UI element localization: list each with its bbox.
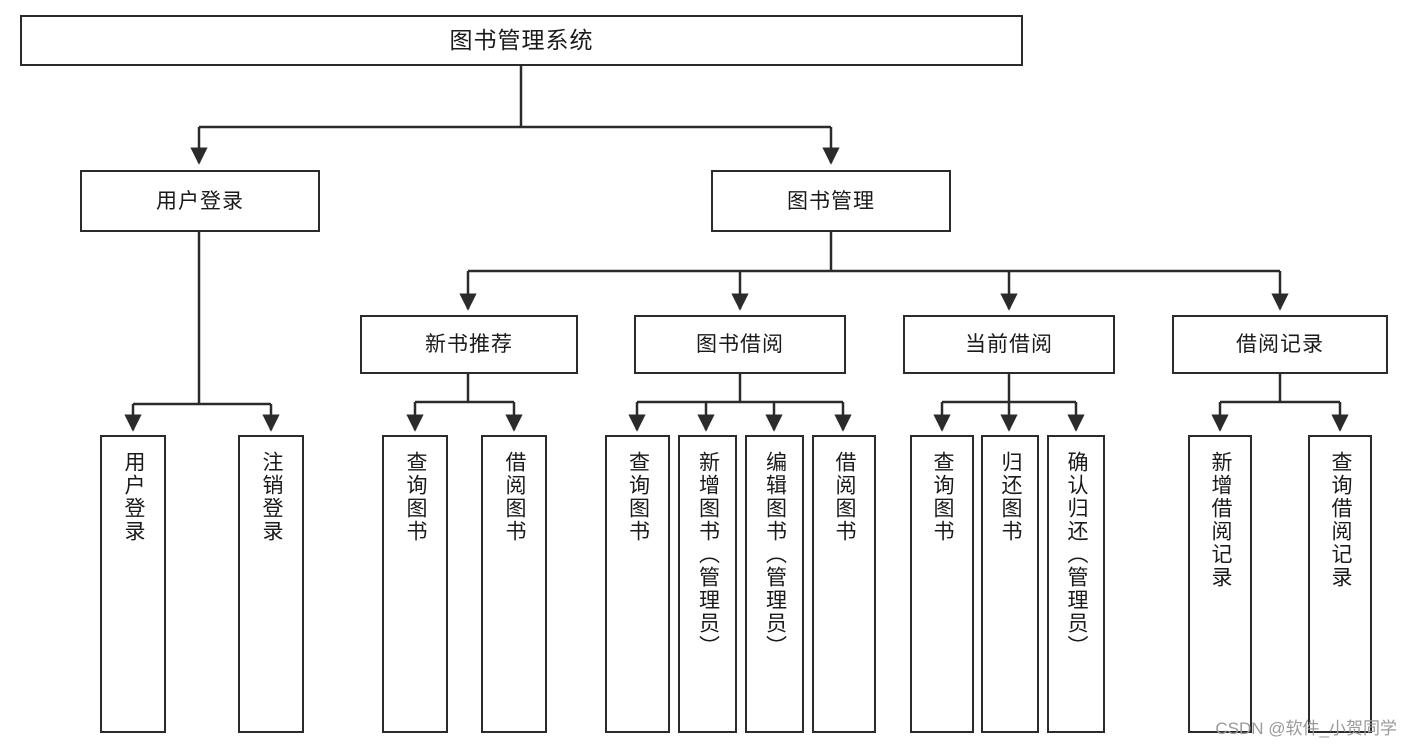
leaf-label: 借阅图书 [833, 451, 857, 543]
leaf-label: 用户登录 [122, 451, 146, 543]
node-current-borrow[interactable]: 当前借阅 [903, 315, 1115, 374]
node-borrow-record[interactable]: 借阅记录 [1172, 315, 1388, 374]
leaf-book-borrow-query[interactable]: 查询图书 [605, 435, 670, 733]
leaf-label: 查询借阅记录 [1329, 451, 1353, 589]
leaf-label: 编辑图书（管理员） [763, 451, 787, 658]
leaf-user-login-signin[interactable]: 用户登录 [100, 435, 166, 733]
node-new-book-recommend[interactable]: 新书推荐 [360, 315, 578, 374]
leaf-borrow-record-add[interactable]: 新增借阅记录 [1188, 435, 1252, 733]
leaf-current-borrow-query[interactable]: 查询图书 [910, 435, 974, 733]
leaf-label: 查询图书 [931, 451, 955, 543]
leaf-label: 借阅图书 [503, 451, 527, 543]
leaf-book-borrow-borrow[interactable]: 借阅图书 [812, 435, 876, 733]
watermark: CSDN @软件_小贺同学 [1215, 719, 1397, 738]
node-book-management-label: 图书管理 [787, 189, 875, 213]
node-user-login-label: 用户登录 [156, 189, 244, 213]
leaf-label: 确认归还（管理员） [1065, 451, 1089, 658]
leaf-book-borrow-edit[interactable]: 编辑图书（管理员） [745, 435, 804, 733]
leaf-current-borrow-return[interactable]: 归还图书 [981, 435, 1039, 733]
leaf-user-login-signout[interactable]: 注销登录 [238, 435, 304, 733]
node-current-borrow-label: 当前借阅 [965, 333, 1053, 356]
leaf-label: 注销登录 [260, 451, 284, 543]
leaf-label: 新增图书（管理员） [696, 451, 720, 658]
leaf-book-borrow-add[interactable]: 新增图书（管理员） [678, 435, 737, 733]
leaf-new-book-borrow[interactable]: 借阅图书 [481, 435, 547, 733]
leaf-label: 新增借阅记录 [1209, 451, 1233, 589]
node-borrow-record-label: 借阅记录 [1236, 333, 1324, 356]
leaf-label: 归还图书 [999, 451, 1023, 543]
node-book-borrow[interactable]: 图书借阅 [634, 315, 846, 374]
node-book-management[interactable]: 图书管理 [711, 170, 951, 232]
node-root-label: 图书管理系统 [449, 27, 594, 53]
leaf-borrow-record-query[interactable]: 查询借阅记录 [1308, 435, 1372, 733]
leaf-current-borrow-confirm-return[interactable]: 确认归还（管理员） [1047, 435, 1105, 733]
node-book-borrow-label: 图书借阅 [696, 333, 784, 356]
leaf-new-book-query[interactable]: 查询图书 [382, 435, 448, 733]
leaf-label: 查询图书 [626, 451, 650, 543]
node-root[interactable]: 图书管理系统 [20, 15, 1023, 66]
leaf-label: 查询图书 [404, 451, 428, 543]
node-user-login[interactable]: 用户登录 [80, 170, 320, 232]
node-new-book-recommend-label: 新书推荐 [425, 333, 513, 356]
